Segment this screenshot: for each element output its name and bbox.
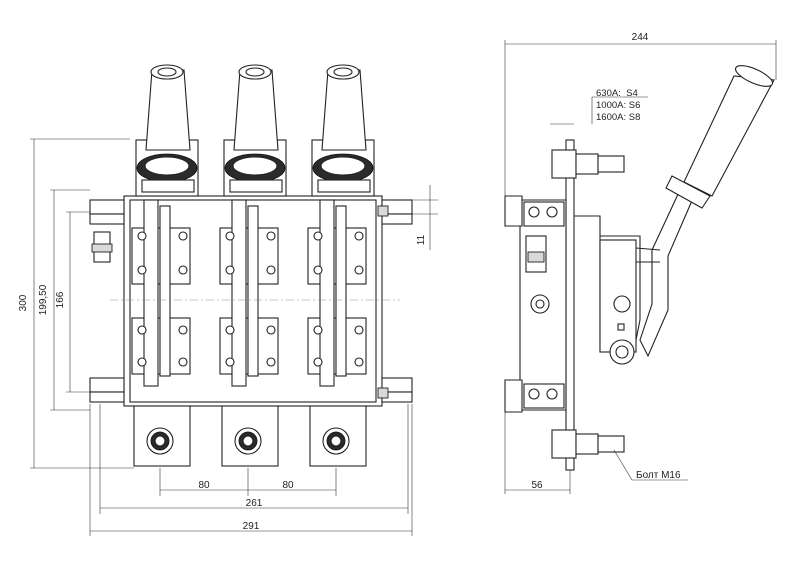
side-view: 244 630A: S4 1000A: S6 1600A: S8 Болт М1… [504,32,777,494]
dim-width-inner: 261 [246,498,263,509]
dim-side-overall-width: 244 [632,32,649,43]
bolt-label: Болт М16 [636,470,681,481]
dim-side-base-offset: 56 [531,480,543,491]
left-mounting-brackets [89,199,125,403]
key-size-row-2: 1000A: S6 [596,100,640,111]
dim-pitch-right: 80 [282,480,294,491]
dim-mount-height: 199,50 [38,284,49,315]
side-handle-grip [683,75,775,197]
pole-1 [131,64,199,467]
dim-pitch-left: 80 [198,480,210,491]
side-base-plate [565,139,575,471]
pole-2 [219,64,287,467]
right-mounting-brackets [377,199,413,403]
front-horizontal-dimensions [89,404,413,536]
front-frame-inner [129,199,377,403]
dim-inner-height: 166 [55,291,66,308]
key-size-row-3: 1600A: S8 [596,112,640,123]
front-vertical-dimensions [30,138,438,469]
key-size-row-1: 630A: S4 [596,88,638,99]
dim-small-gap: 11 [416,234,427,245]
dim-width-overall: 291 [243,521,260,532]
pole-3 [307,64,375,467]
front-view: 300 199,50 166 11 80 80 261 291 [18,64,438,536]
side-lever-arm [639,189,695,358]
dim-overall-height: 300 [18,294,29,311]
